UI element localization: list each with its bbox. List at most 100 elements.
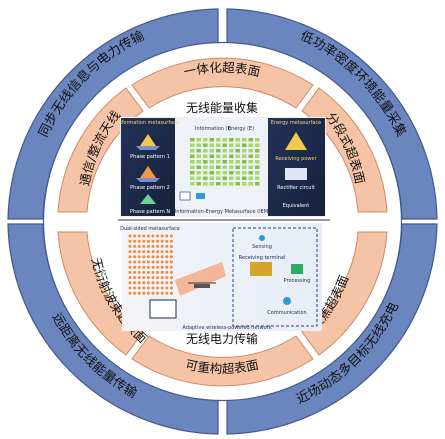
- center-title-top: 无线能量收集: [186, 100, 258, 115]
- metasurface-cell: [222, 160, 227, 164]
- inner-segment-right-lower: [301, 231, 388, 356]
- metasurface-dot: [160, 255, 164, 259]
- metasurface-cell: [216, 138, 221, 142]
- metasurface-dot: [137, 281, 141, 285]
- metasurface-cell: [255, 165, 260, 169]
- metasurface-dot: [133, 286, 137, 290]
- metasurface-cell: [235, 149, 240, 153]
- metasurface-cell: [255, 138, 260, 142]
- metasurface-dot: [169, 255, 173, 259]
- metasurface-cell: [196, 154, 201, 158]
- metasurface-cell: [190, 171, 195, 175]
- metasurface-dot: [142, 260, 146, 264]
- metasurface-dot: [133, 255, 137, 259]
- metasurface-dot: [156, 291, 160, 295]
- rectifier-label: Rectifier circuit: [277, 185, 315, 191]
- metasurface-cell: [196, 143, 201, 147]
- metasurface-cell: [242, 154, 247, 158]
- metasurface-dot: [142, 244, 146, 248]
- metasurface-cell: [248, 165, 253, 169]
- metasurface-cell: [235, 176, 240, 180]
- energy-label: Energy (E): [228, 126, 254, 132]
- metasurface-dot: [160, 265, 164, 269]
- metasurface-dot: [142, 255, 146, 259]
- metasurface-cell: [242, 176, 247, 180]
- metasurface-dot: [151, 276, 155, 280]
- metasurface-dot: [133, 260, 137, 264]
- metasurface-cell: [235, 138, 240, 142]
- drone-icon: [188, 282, 216, 288]
- metasurface-dot: [133, 276, 137, 280]
- metasurface-cell: [255, 182, 260, 186]
- metasurface-dot: [156, 281, 160, 285]
- metasurface-cell: [190, 182, 195, 186]
- dual-sided-label: Dual-sided metasurface: [120, 226, 180, 232]
- metasurface-cell: [203, 171, 208, 175]
- metasurface-cell: [209, 149, 214, 153]
- power-beam: [175, 262, 226, 296]
- metasurface-dot: [146, 239, 150, 243]
- energy-metasurface-card: [268, 118, 325, 216]
- metasurface-dot: [128, 250, 132, 254]
- processing-label: Processing: [284, 278, 311, 284]
- metasurface-cell: [196, 171, 201, 175]
- receiving-power-label: Receiving power: [275, 156, 317, 162]
- metasurface-cell: [216, 182, 221, 186]
- phase-pattern-2-base: [136, 178, 160, 182]
- metasurface-cell: [248, 149, 253, 153]
- metasurface-cell: [255, 154, 260, 158]
- metasurface-cell: [222, 182, 227, 186]
- metasurface-dot: [165, 239, 169, 243]
- metasurface-dot: [137, 265, 141, 269]
- metasurface-dot: [165, 286, 169, 290]
- metasurface-cell: [216, 160, 221, 164]
- metasurface-dot: [151, 234, 155, 238]
- receiving-terminal-icon: [250, 262, 272, 276]
- metasurface-dot: [165, 265, 169, 269]
- metasurface-dot: [128, 276, 132, 280]
- metasurface-dot: [169, 250, 173, 254]
- metasurface-dot: [151, 281, 155, 285]
- metasurface-dot: [169, 260, 173, 264]
- metasurface-cell: [242, 143, 247, 147]
- metasurface-cell: [255, 143, 260, 147]
- equivalent-label: Equivalent: [283, 203, 310, 209]
- inner-segment-left-lower: [57, 231, 144, 356]
- metasurface-dot: [156, 260, 160, 264]
- inner-label-bottom: 可重构超表面: [184, 357, 260, 376]
- metasurface-cell: [203, 165, 208, 169]
- metasurface-dot: [169, 239, 173, 243]
- iems-footer: Information-Energy Metasurface (IEMS): [175, 209, 273, 215]
- metasurface-cell: [190, 176, 195, 180]
- metasurface-dot: [160, 239, 164, 243]
- metasurface-dot: [137, 286, 141, 290]
- metasurface-cell: [235, 160, 240, 164]
- phase-pattern-n-icon: [140, 194, 156, 204]
- metasurface-dot: [156, 276, 160, 280]
- phase-pattern-2-icon: [140, 166, 156, 178]
- metasurface-cell: [196, 176, 201, 180]
- metasurface-dot: [128, 291, 132, 295]
- metasurface-dot: [151, 291, 155, 295]
- metasurface-cell: [203, 138, 208, 142]
- metasurface-dot: [169, 276, 173, 280]
- metasurface-dot: [160, 276, 164, 280]
- metasurface-dot: [142, 250, 146, 254]
- metasurface-cell: [216, 165, 221, 169]
- metasurface-dot: [146, 244, 150, 248]
- metasurface-cell: [196, 182, 201, 186]
- metasurface-dot: [133, 265, 137, 269]
- receiving-terminal-label: Receiving terminal: [239, 255, 286, 261]
- metasurface-dot: [128, 270, 132, 274]
- metasurface-dot: [156, 234, 160, 238]
- metasurface-dot: [156, 250, 160, 254]
- metasurface-dot: [165, 244, 169, 248]
- metasurface-dot: [151, 255, 155, 259]
- metasurface-cell: [190, 165, 195, 169]
- metasurface-cell: [242, 160, 247, 164]
- panel-top: Information metasurface Phase pattern 1 …: [117, 117, 326, 217]
- metasurface-cell: [190, 143, 195, 147]
- metasurface-cell: [209, 160, 214, 164]
- metasurface-dot: [160, 270, 164, 274]
